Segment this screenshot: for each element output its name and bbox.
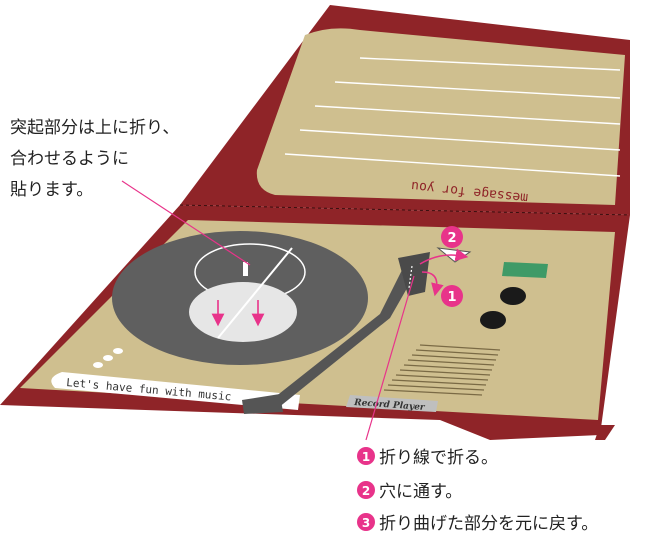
speaker-grille — [383, 344, 501, 396]
svg-text:1: 1 — [447, 290, 456, 305]
svg-text:2: 2 — [447, 231, 456, 246]
svg-text:1: 1 — [362, 450, 370, 464]
decor-dots — [93, 348, 123, 368]
callout-leader — [121, 180, 251, 266]
fold-arrow-2 — [419, 248, 469, 265]
marker-1: 1 — [441, 285, 463, 307]
svg-text:3: 3 — [362, 516, 370, 530]
fold-arrow-1 — [421, 271, 444, 297]
card-side-tab — [595, 425, 615, 440]
step-3: 3 折り曲げた部分を元に戻す。 — [357, 513, 598, 534]
step-2-text: 穴に通す。 — [379, 482, 462, 502]
message-panel — [256, 28, 625, 206]
message-lines — [284, 57, 621, 177]
player-screen — [502, 262, 548, 278]
step-1-text: 折り線で折る。 — [379, 448, 498, 468]
callout-line-2: 合わせるように — [10, 149, 129, 169]
record-banner — [51, 372, 300, 410]
marker-2: 2 — [441, 226, 463, 248]
step-1: 1 折り線で折る。 — [357, 447, 498, 468]
label-plate — [346, 395, 438, 412]
step-3-text: 折り曲げた部分を元に戻す。 — [379, 514, 598, 534]
record-slit — [217, 247, 293, 339]
record-tab — [243, 262, 248, 276]
tone-arm-base — [242, 394, 283, 414]
record-center-piece — [189, 282, 297, 342]
callout-line-3: 貼ります。 — [10, 180, 93, 200]
record-arrows — [211, 300, 265, 327]
step-2: 2 穴に通す。 — [357, 481, 462, 502]
callout-line-1: 突起部分は上に折り、 — [10, 118, 179, 138]
knob-bottom — [480, 311, 506, 329]
knob-top — [500, 287, 526, 305]
steps-leader — [365, 275, 415, 441]
svg-text:2: 2 — [362, 484, 370, 498]
